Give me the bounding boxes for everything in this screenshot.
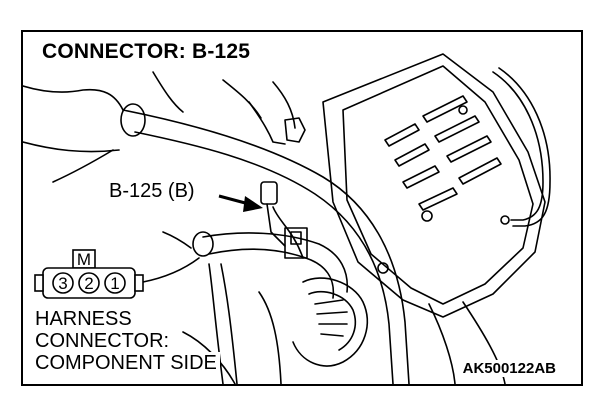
connector-title: CONNECTOR: B-125 (40, 40, 253, 64)
caption-line: COMPONENT SIDE (35, 352, 220, 374)
callout-arrow (218, 194, 263, 212)
lower-hose-b (208, 248, 335, 299)
figure-code: AK500122AB (460, 360, 558, 377)
caption-line: CONNECTOR: (35, 330, 173, 352)
main-hose-lower (134, 131, 394, 384)
pin-label: 3 (58, 274, 67, 293)
cover-slots (384, 95, 502, 211)
right-cable (492, 71, 544, 221)
main-hose-upper (122, 109, 410, 384)
target-connector (260, 181, 308, 259)
pin-label: 1 (110, 274, 119, 293)
lower-hose-a (202, 232, 349, 293)
vertical-pipe (208, 263, 224, 384)
connector-callout-label: B-125 (B) (107, 180, 197, 203)
harness-connector-icon: M 3 2 1 (34, 249, 144, 299)
harness-connector-caption: HARNESS CONNECTOR: COMPONENT SIDE (35, 308, 220, 374)
diagram-frame: CONNECTOR: B-125 B-125 (B) M 3 2 1 HARNE… (21, 30, 583, 386)
engine-line-drawing (23, 53, 551, 384)
alternator (292, 277, 368, 367)
connector-key-label: M (77, 250, 91, 269)
engine-cover-inner (342, 65, 534, 305)
caption-line: HARNESS (35, 308, 135, 330)
pin-label: 2 (84, 274, 93, 293)
engine-cover-outline (322, 53, 546, 318)
